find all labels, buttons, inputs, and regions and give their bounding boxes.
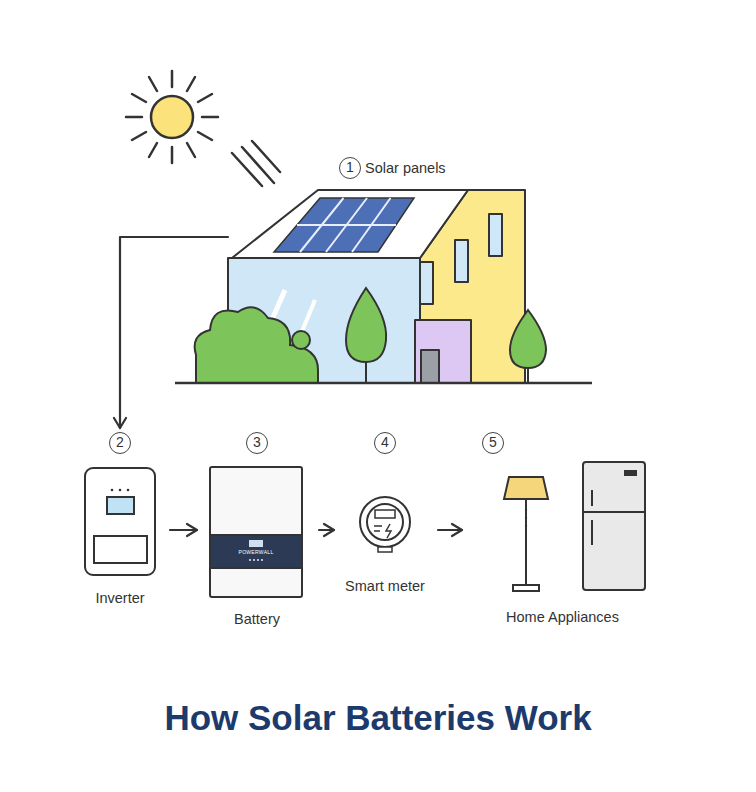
- component-label: Solar panels: [365, 159, 515, 177]
- callout-number: 5: [482, 432, 504, 454]
- inverter-device-part: [85, 468, 155, 575]
- component-label: Smart meter: [342, 577, 428, 595]
- solar-panel-array: [274, 198, 414, 252]
- refrigerator-part: [591, 520, 593, 545]
- battery-device-part: [249, 559, 251, 561]
- battery-device: [210, 467, 302, 597]
- sun-part: [187, 77, 195, 91]
- solar-panel-array-part: [274, 198, 414, 252]
- refrigerator-part: [591, 490, 593, 506]
- refrigerator-part: [624, 470, 637, 476]
- callout-number: 4: [374, 432, 396, 454]
- sun-part: [171, 71, 174, 87]
- house-part: [232, 190, 468, 258]
- sun-part: [149, 77, 157, 91]
- refrigerator-part: [583, 462, 645, 590]
- sun-beams-part: [232, 153, 262, 186]
- bush-part: [292, 331, 310, 349]
- callout-number: 2: [109, 432, 131, 454]
- home-appliances-node: 5Home Appliances: [470, 430, 655, 630]
- sun-beams-part: [242, 147, 274, 183]
- house-part: [415, 320, 471, 383]
- smart-meter-node: 4Smart meter: [342, 430, 428, 595]
- solar-panel-array-part: [352, 198, 391, 252]
- house-part: [489, 214, 502, 256]
- component-label: Inverter: [80, 589, 160, 607]
- floor-lamp-part: [513, 585, 539, 591]
- sun-part: [202, 116, 218, 119]
- floor-lamp-part: [525, 499, 527, 585]
- diagram-title: How Solar Batteries Work: [0, 697, 756, 739]
- sun-part: [151, 96, 193, 138]
- sun-part: [149, 143, 157, 157]
- solar-panels-node: 1Solar panels: [228, 155, 528, 385]
- tree: [346, 288, 546, 383]
- flow-arrow: [120, 237, 228, 428]
- battery-device-part: [210, 535, 302, 568]
- sun-part: [198, 132, 212, 140]
- component-label: Battery: [205, 610, 309, 628]
- sun-part: [126, 116, 142, 119]
- floor-lamp-part: [525, 509, 527, 511]
- component-label: Home Appliances: [470, 608, 655, 626]
- smart-meter-device-part: [378, 547, 392, 552]
- smart-meter-device: [360, 497, 410, 552]
- inverter-device-part: [119, 489, 122, 492]
- smart-meter-device-part: [360, 497, 410, 547]
- floor-lamp-part: [504, 477, 548, 499]
- sun-part: [132, 94, 146, 102]
- inverter-device-part: [94, 536, 147, 563]
- battery-node: 3POWERWALL Battery: [205, 430, 309, 628]
- flow-arrow: [438, 529, 462, 531]
- sun-part: [187, 143, 195, 157]
- sun-beams: [232, 141, 280, 186]
- callout-number: 3: [246, 432, 268, 454]
- smart-meter-device-part: [374, 530, 380, 532]
- house-part: [421, 350, 439, 383]
- inverter-device-part: [127, 489, 130, 492]
- sun-part: [132, 132, 146, 140]
- floor-lamp-part: [525, 525, 527, 527]
- refrigerator-part: [583, 511, 645, 513]
- callout-number: 1: [339, 157, 361, 179]
- battery-device-part: [210, 467, 302, 597]
- tree-part: [346, 288, 386, 362]
- sun-part: [198, 94, 212, 102]
- bush-part: [195, 307, 318, 383]
- flow-arrow: [319, 529, 334, 531]
- battery-device-part: [253, 559, 255, 561]
- refrigerator: [583, 462, 645, 590]
- sun-beams-part: [252, 141, 280, 172]
- smart-meter-device-part: [375, 510, 395, 518]
- solar-panel-array-part: [300, 198, 344, 252]
- flow-arrow: [170, 529, 197, 531]
- sun-part: [171, 147, 174, 163]
- battery-device-part: [249, 540, 263, 547]
- inverter-device-part: [107, 497, 134, 514]
- floor-lamp: [504, 477, 548, 591]
- battery-device-part: [257, 559, 259, 561]
- smart-meter-device-part: [374, 525, 382, 527]
- inverter-device-part: [111, 489, 114, 492]
- house-part: [420, 262, 433, 304]
- house-part: [455, 240, 468, 282]
- inverter-node: 2Inverter: [80, 430, 160, 608]
- bush: [195, 307, 318, 383]
- brand-text: POWERWALL: [210, 549, 302, 555]
- solar-panel-array-part: [326, 198, 367, 252]
- smart-meter-device-part: [386, 524, 391, 538]
- ground-line-part: [175, 382, 592, 385]
- inverter-device: [85, 468, 155, 575]
- smart-meter-device-part: [367, 504, 403, 540]
- floor-lamp-part: [525, 517, 527, 519]
- sun: [126, 71, 218, 163]
- battery-device-part: [261, 559, 263, 561]
- tree-part: [510, 310, 546, 368]
- ground-line: [175, 383, 592, 384]
